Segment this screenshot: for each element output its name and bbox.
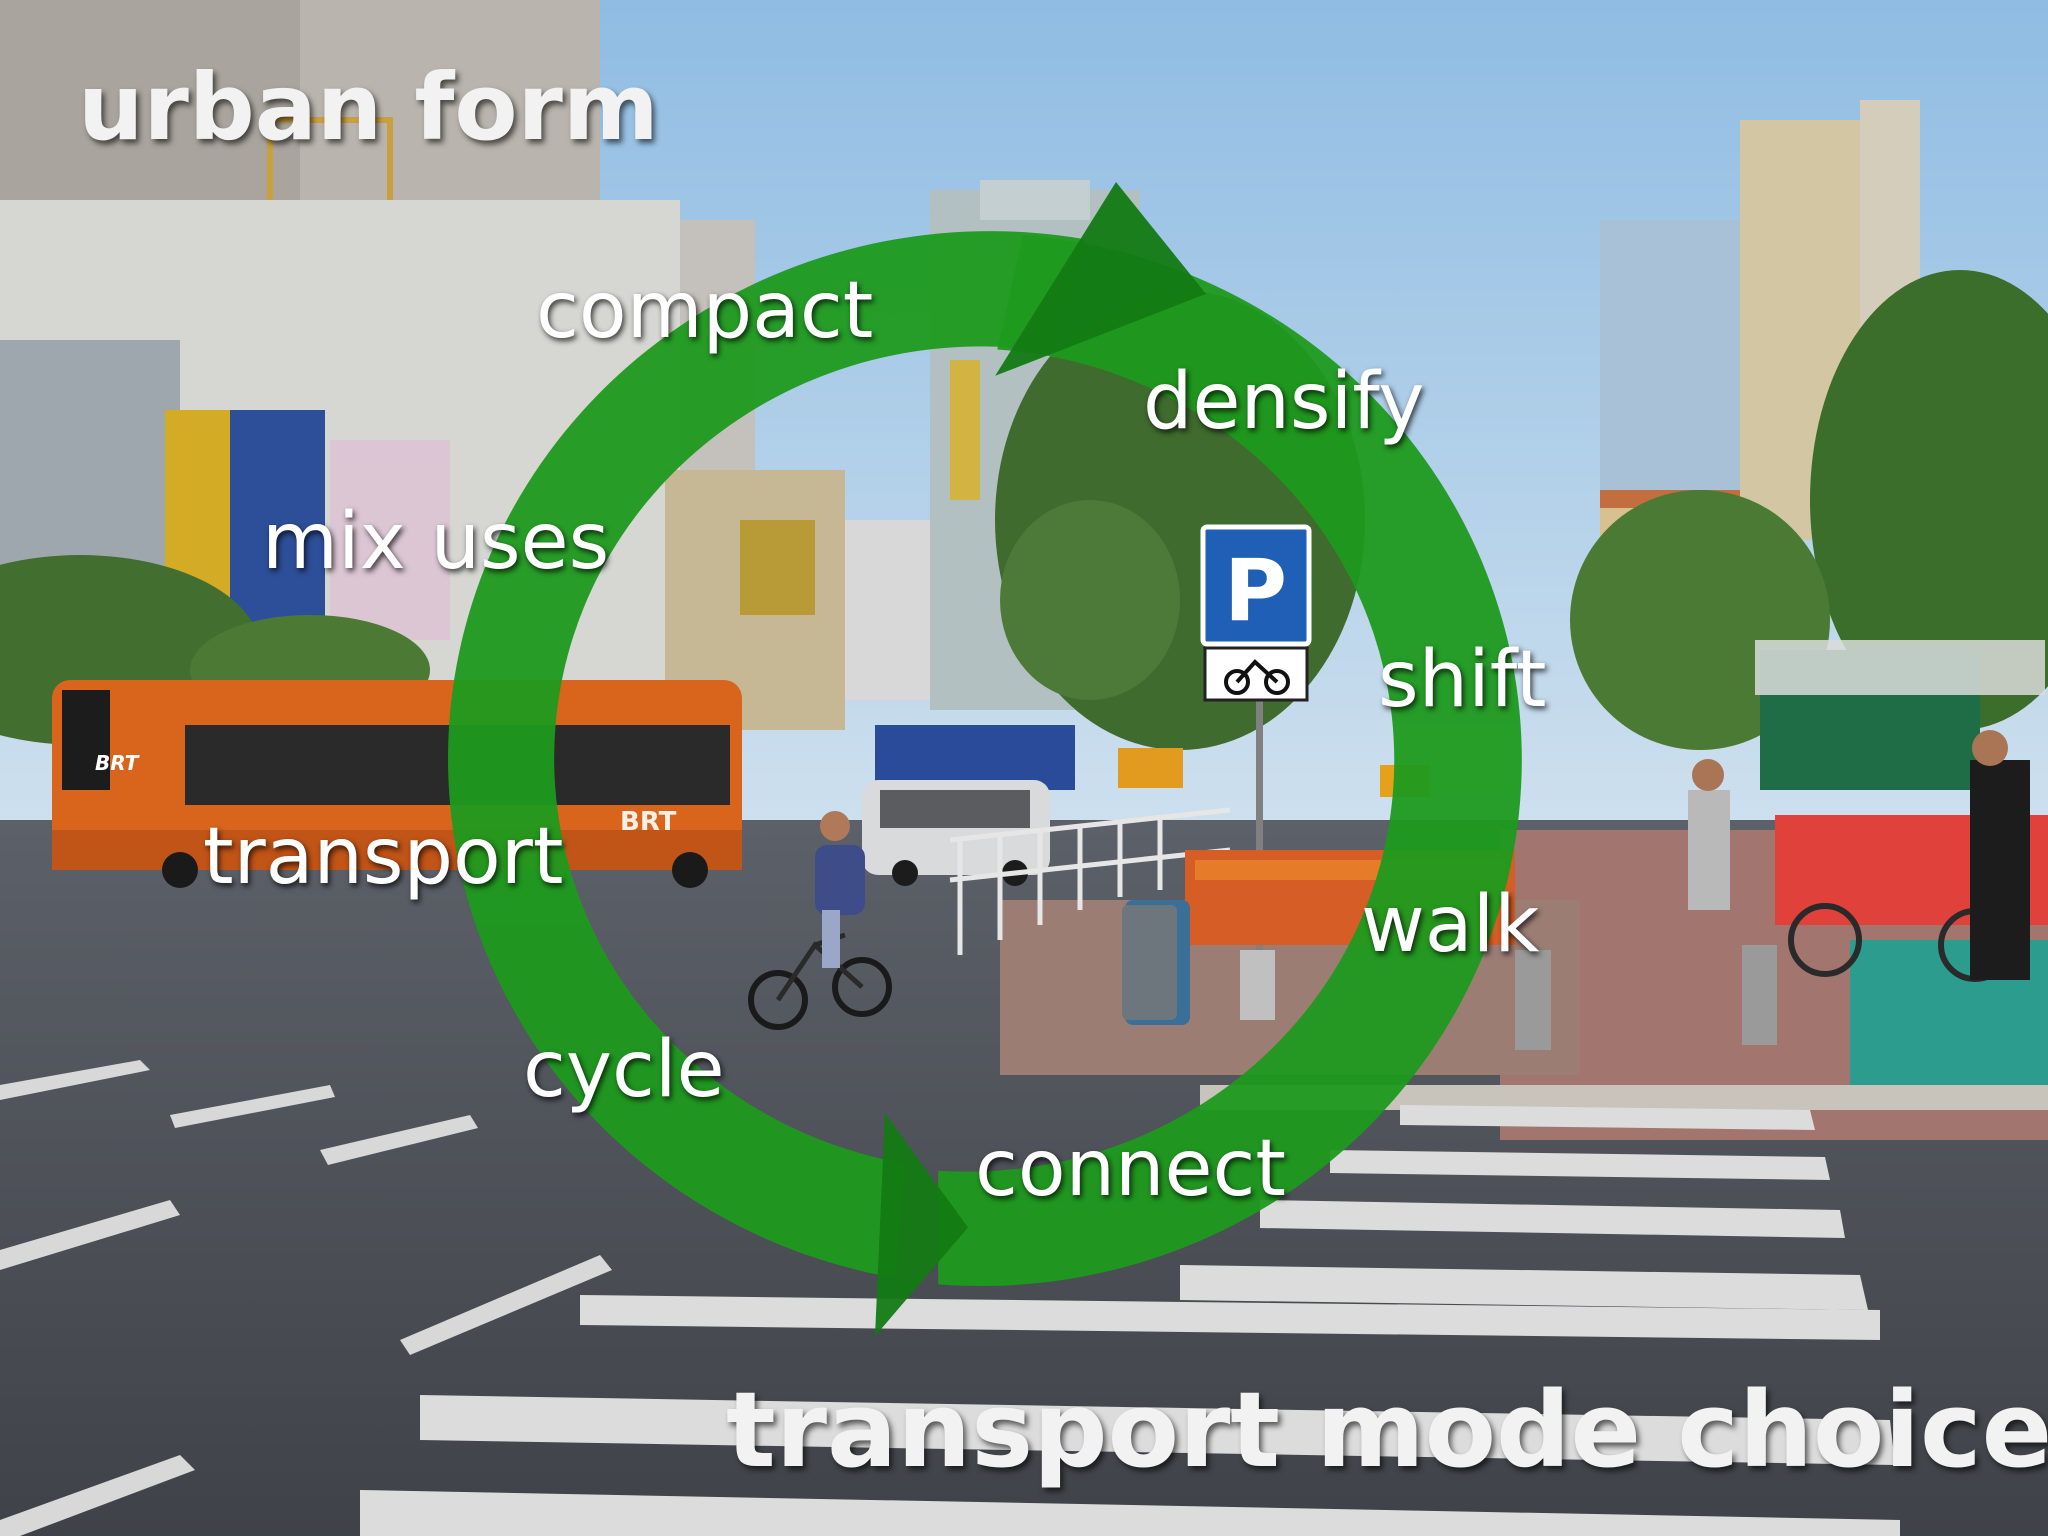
cycle-word-shift: shift — [1378, 635, 1547, 725]
cycle-word-compact: compact — [536, 266, 874, 356]
cycle-word-mix-uses: mix uses — [262, 497, 610, 587]
cyclist — [748, 811, 892, 1030]
bus-logo-right: BRT — [620, 807, 677, 837]
pedestrians — [1688, 730, 2030, 980]
parking-sign: P — [1200, 524, 1312, 990]
urban-form-title: urban form — [78, 54, 659, 161]
parking-sign-letter: P — [1224, 541, 1287, 641]
transport-mode-choices-title: transport mode choices — [726, 1369, 2048, 1491]
trees — [0, 270, 2048, 750]
zebra-crossing — [360, 1105, 1900, 1536]
road-railing — [949, 807, 1231, 955]
cycle-word-densify: densify — [1143, 357, 1425, 447]
cycle-word-transport: transport — [203, 812, 564, 902]
cycle-word-connect: connect — [975, 1124, 1286, 1214]
cycle-arrowheads — [875, 182, 1206, 1337]
cycle-word-walk: walk — [1361, 880, 1540, 970]
cycle-ring — [448, 231, 1522, 1287]
bin-and-bollards — [1122, 900, 1777, 1050]
lane-markings — [0, 1060, 612, 1536]
bus-logo-left: BRT — [95, 751, 140, 775]
cycle-word-cycle: cycle — [523, 1025, 725, 1115]
